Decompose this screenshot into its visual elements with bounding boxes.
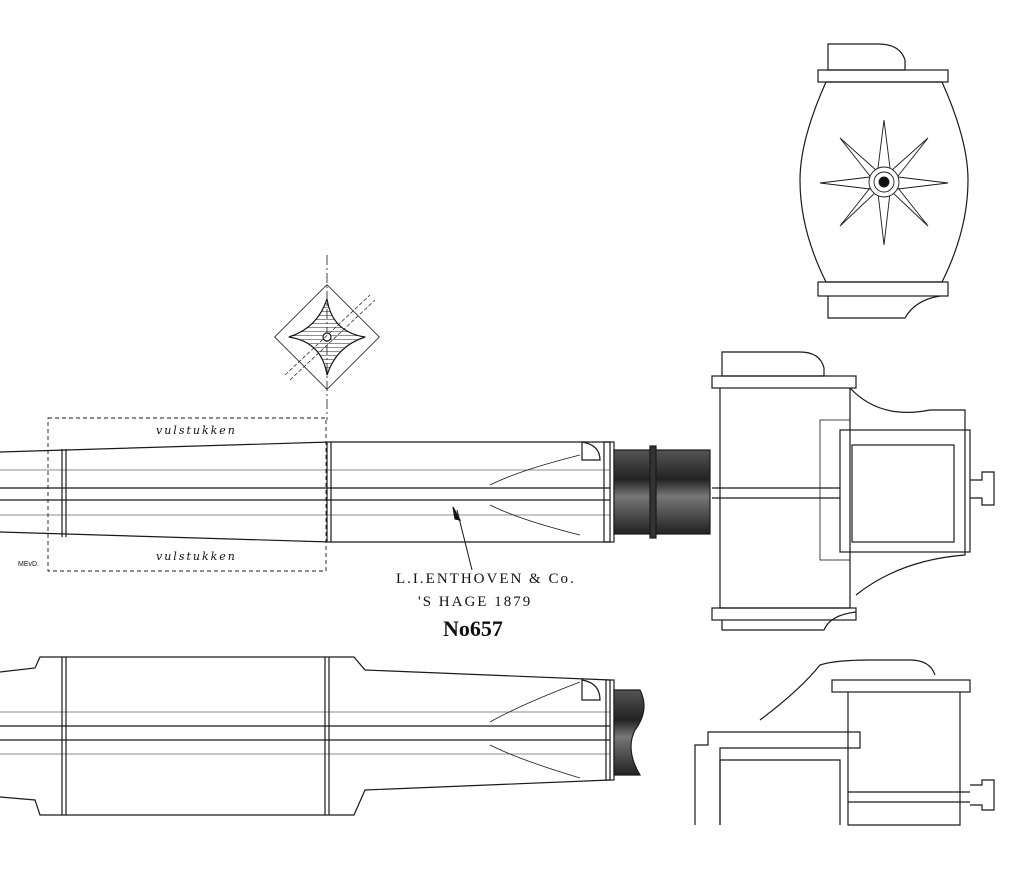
cap-front-view [799,43,969,319]
filler-label-top: vulstukken [156,424,237,437]
maker-name: L.I.ENTHOVEN & Co. [396,571,576,587]
star-icon [819,119,949,246]
breech-block-middle [711,351,995,631]
filler-label-bottom: vulstukken [156,550,237,563]
barrel-bottom [0,656,645,816]
place-year: 'S HAGE 1879 [418,594,533,610]
dark-cylinder [613,449,711,535]
cross-section [274,255,380,420]
signature: MEvD. [18,561,39,568]
dark-cylinder-cut [613,689,645,776]
drawing-number: No657 [443,616,503,641]
barrel-middle [0,417,711,572]
breech-block-bottom [694,659,995,826]
